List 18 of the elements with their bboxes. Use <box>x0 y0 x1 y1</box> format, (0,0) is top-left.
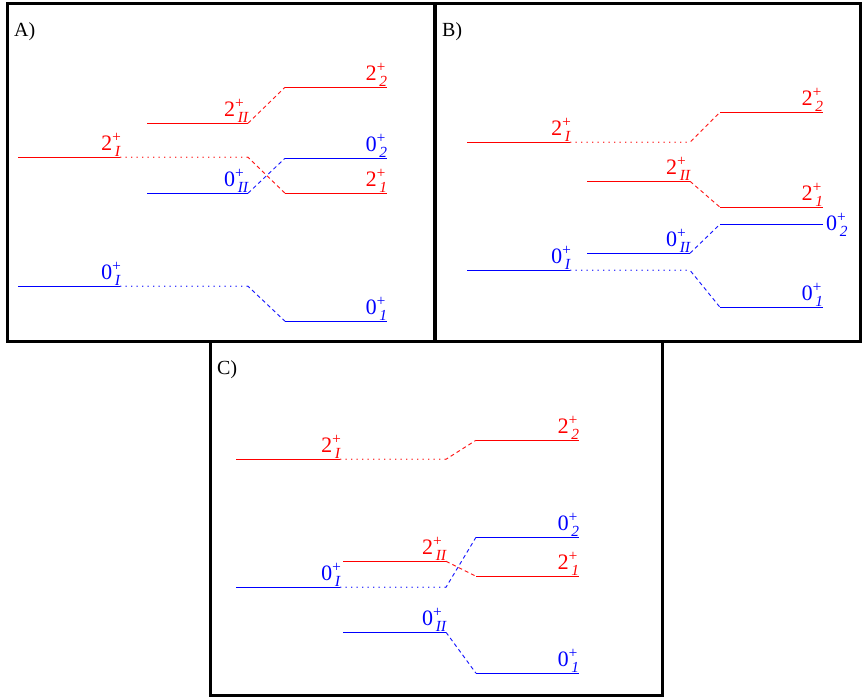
panel-frame <box>434 2 862 343</box>
panel-tag: C) <box>217 357 237 379</box>
level-connector <box>570 112 720 143</box>
level-connector <box>340 440 476 460</box>
panel-frame <box>209 340 664 697</box>
level-connector <box>446 632 476 674</box>
panel-frame <box>6 2 436 343</box>
level-connector <box>690 180 720 208</box>
level-connector <box>248 86 286 124</box>
level-connector <box>248 158 286 194</box>
level-connector <box>340 536 476 588</box>
panel-tag: A) <box>14 19 36 41</box>
level-connector <box>120 286 286 322</box>
level-connector <box>570 270 720 308</box>
panel-tag: B) <box>442 19 462 41</box>
level-connector <box>690 224 720 254</box>
level-connector <box>446 560 476 577</box>
level-connector <box>120 156 286 194</box>
